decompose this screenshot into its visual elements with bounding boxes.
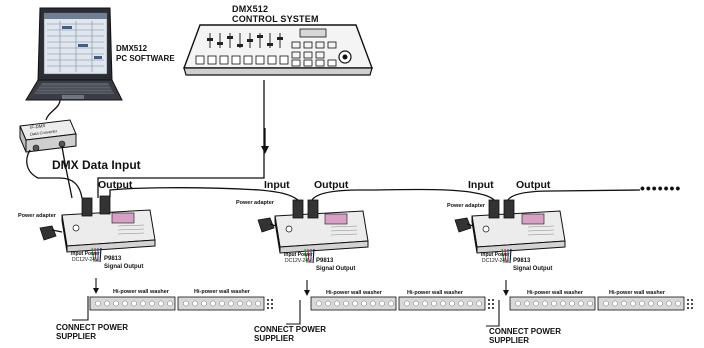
chain-cables bbox=[109, 187, 641, 201]
decoder-3-washer-1-label: Hi-power wall washer bbox=[527, 290, 583, 296]
decoder-3-signal-output: Signal Output bbox=[513, 266, 553, 272]
decoder-2-washer-1-label: Hi-power wall washer bbox=[326, 290, 382, 296]
decoder-2-input-label: Input bbox=[264, 179, 290, 191]
decoder-3-icon bbox=[454, 199, 566, 264]
wall-washer-row-1 bbox=[89, 296, 273, 311]
down-arrow-icon bbox=[261, 146, 269, 154]
decoder-2-model: P9813 bbox=[316, 258, 334, 264]
decoder-2-input-power: Input Power bbox=[284, 252, 313, 258]
decoder-2-icon bbox=[257, 199, 369, 264]
control-system-title-2: CONTROL SYSTEM bbox=[232, 14, 319, 24]
decoder-3-output-label: Output bbox=[516, 179, 551, 191]
pc-software-label-1: DMX512 bbox=[116, 44, 148, 53]
decoder-2-signal-output: Signal Output bbox=[316, 266, 356, 272]
decoder-1-washer-2-label: Hi-power wall washer bbox=[194, 289, 250, 295]
decoder-1-icon bbox=[39, 195, 156, 263]
decoder-1-input-power: Input Power bbox=[71, 251, 100, 257]
decoder-2-input-power-spec: DC12V-24V bbox=[285, 258, 312, 264]
decoder-2-supplier: SUPPLIER bbox=[254, 334, 295, 343]
decoder-1-supplier: SUPPLIER bbox=[56, 332, 97, 341]
control-system-title-1: DMX512 bbox=[232, 4, 269, 14]
decoder-2-power-adapter: Power adapter bbox=[236, 200, 274, 206]
decoder-1-washer-1-label: Hi-power wall washer bbox=[113, 289, 169, 295]
decoder-1-model: P9813 bbox=[104, 256, 122, 262]
decoder-3-supplier: SUPPLIER bbox=[489, 336, 530, 345]
decoder-1-power-adapter: Power adapter bbox=[18, 213, 56, 219]
dmx-console-icon bbox=[182, 24, 374, 76]
decoder-3-washer-2-label: Hi-power wall washer bbox=[609, 290, 665, 296]
decoder-3-power-adapter: Power adapter bbox=[447, 203, 485, 209]
laptop-icon bbox=[25, 7, 123, 101]
decoder-1-input-power-spec: DC12V-24V bbox=[72, 257, 99, 263]
decoder-3-model: P9813 bbox=[513, 258, 531, 264]
converter-device-icon bbox=[19, 119, 77, 153]
decoder-3-connect-power: CONNECT POWER bbox=[489, 327, 561, 336]
decoder-2-connect-power: CONNECT POWER bbox=[254, 325, 326, 334]
dmx-data-input-label: DMX Data Input bbox=[52, 158, 141, 172]
decoder-2-washer-2-label: Hi-power wall washer bbox=[407, 290, 463, 296]
wall-washer-row-3 bbox=[509, 296, 693, 311]
decoder-2-output-label: Output bbox=[314, 179, 349, 191]
converter-cables bbox=[26, 99, 83, 199]
decoder-3-input-label: Input bbox=[468, 179, 494, 191]
pc-software-label-2: PC SOFTWARE bbox=[116, 54, 175, 63]
decoder-1-connect-power: CONNECT POWER bbox=[56, 323, 128, 332]
decoder-3-input-power-spec: DC12V-24V bbox=[482, 258, 509, 264]
decoder-1-signal-output: Signal Output bbox=[104, 264, 144, 270]
decoder-1-output-label: Output bbox=[98, 179, 133, 191]
decoder-3-input-power: Input Power bbox=[481, 252, 510, 258]
chain-continuation-dots: ••••••• bbox=[640, 180, 682, 196]
wall-washer-row-2 bbox=[310, 296, 494, 311]
